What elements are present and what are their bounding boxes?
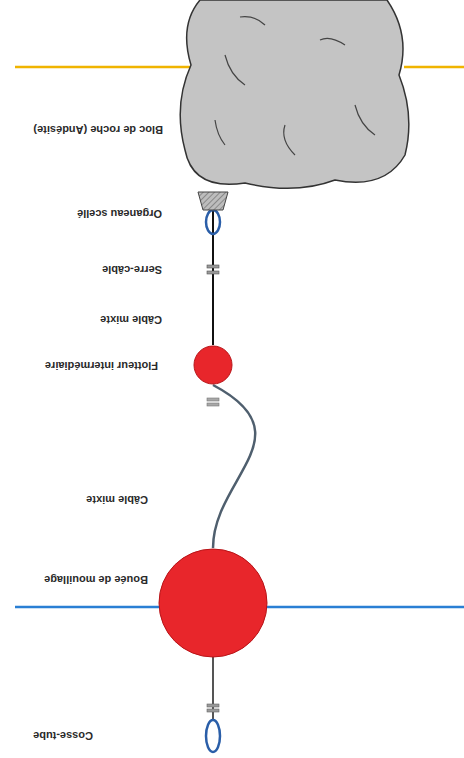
node-label: Bloc de roche (Andésite) <box>31 123 165 136</box>
clamp <box>207 403 219 406</box>
seabed-line <box>404 66 464 69</box>
part-label: Cosse-tube <box>31 729 95 742</box>
mixed-cable <box>213 385 255 548</box>
anchor-ring <box>206 210 220 234</box>
clamp <box>207 704 219 707</box>
seabed-line <box>15 66 194 69</box>
intermediate-float: Flotteur intermédiaire <box>193 345 233 385</box>
node-label: Bouée de mouillage <box>42 573 150 586</box>
sealed-plug <box>198 192 228 210</box>
thimble-ring <box>206 720 220 752</box>
rock-block-shape <box>180 0 415 195</box>
node-label: Flotteur intermédiaire <box>43 359 160 372</box>
clamp <box>207 398 219 401</box>
cable-label: Câble mixte <box>84 493 150 506</box>
wire-clamp <box>207 265 219 268</box>
wire-clamp <box>207 271 219 274</box>
cable-label: Câble mixte <box>98 313 164 326</box>
mooring-buoy: Bouée de mouillage <box>158 548 268 658</box>
intermediate-float-shape <box>193 345 233 385</box>
clamp <box>207 709 219 712</box>
mixed-cable <box>212 195 214 345</box>
rock-block: Bloc de roche (Andésite) <box>180 0 415 195</box>
mooring-buoy-shape <box>158 548 268 658</box>
part-label: Organeau scellé <box>75 207 164 220</box>
part-label: Serre-câble <box>100 263 164 276</box>
